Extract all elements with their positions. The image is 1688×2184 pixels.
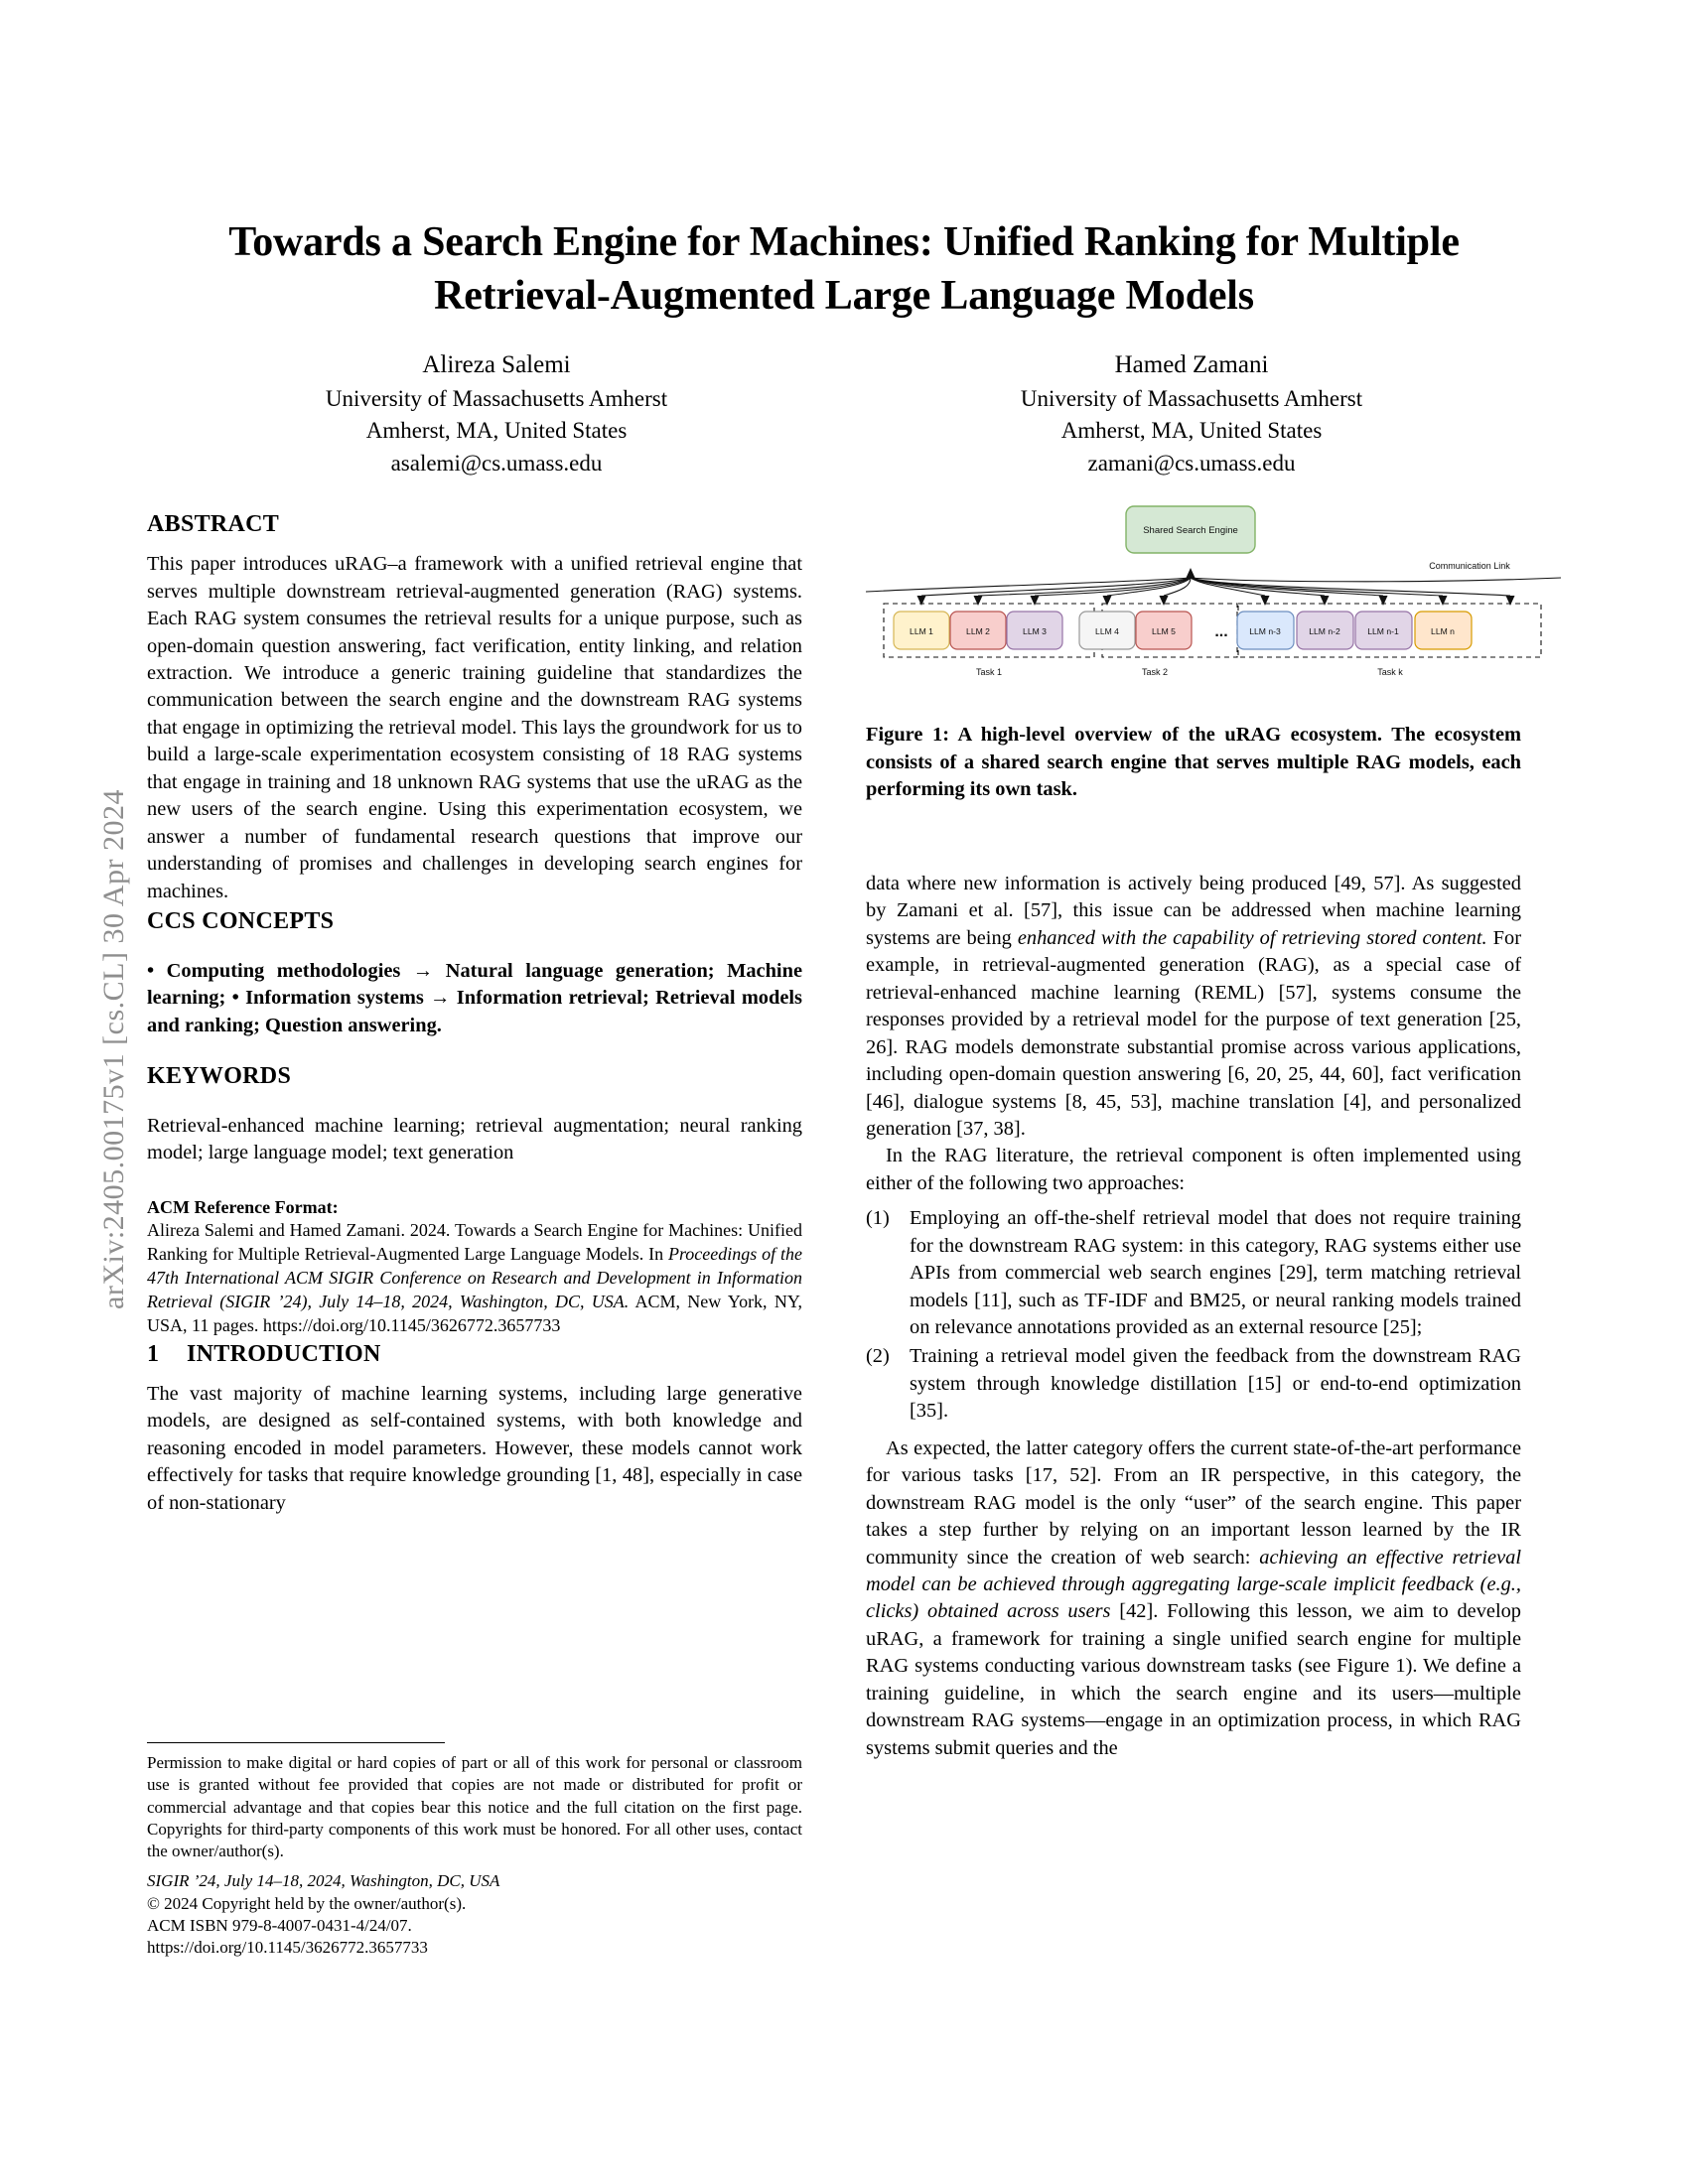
right-p3-b: [42]. Following this lesson, we aim to d… [866, 1600, 1521, 1759]
llm-node-5-box [1135, 611, 1193, 650]
list-marker: (1) [866, 1207, 890, 1230]
right-paragraph-2: In the RAG literature, the retrieval com… [866, 1145, 1521, 1194]
author-affiliation: University of Massachusetts Amherst [1020, 385, 1363, 411]
footnote-doi[interactable]: https://doi.org/10.1145/3626772.3657733 [147, 1938, 428, 1958]
keywords-body: Retrieval-enhanced machine learning; ret… [147, 1114, 802, 1164]
task-1-label: Task 1 [976, 667, 1002, 677]
task-k-label: Task k [1377, 667, 1403, 677]
page-title: Towards a Search Engine for Machines: Un… [228, 219, 1460, 319]
abstract-heading: ABSTRACT [147, 511, 280, 537]
section-title: INTRODUCTION [187, 1340, 381, 1367]
abstract-body: This paper introduces uRAG–a framework w… [147, 553, 802, 902]
list-text: Employing an off-the-shelf retrieval mod… [910, 1207, 1521, 1338]
figure-1-caption: Figure 1: A high-level overview of the u… [866, 722, 1521, 804]
footnote-rule [147, 1742, 445, 1743]
shared-search-engine-box [1125, 505, 1256, 554]
llm-node-1-label: LLM 1 [910, 626, 933, 636]
llm-node-2-label: LLM 2 [966, 626, 990, 636]
llm-node-4-box [1078, 611, 1136, 650]
right-p1-a: data where new information is actively b… [866, 873, 1521, 949]
author-affiliation: University of Massachusetts Amherst [325, 385, 668, 411]
llm-node-n2-box [1296, 611, 1354, 650]
llm-node-4-label: LLM 4 [1095, 626, 1119, 636]
introduction-heading: 1 INTRODUCTION [147, 1338, 802, 1370]
author-email[interactable]: zamani@cs.umass.edu [1087, 450, 1296, 476]
figure-caption-text: A high-level overview of the uRAG ecosys… [866, 724, 1521, 801]
acm-ref-part1: Alireza Salemi and Hamed Zamani. 2024. T… [147, 1219, 802, 1264]
author-list: Alireza Salemi University of Massachuset… [149, 347, 1539, 479]
acm-reference-heading: ACM Reference Format: [147, 1196, 339, 1217]
author-location: Amherst, MA, United States [365, 418, 628, 444]
keywords-heading: KEYWORDS [147, 1063, 292, 1090]
right-p3-a: As expected, the latter category offers … [866, 1436, 1521, 1569]
footnote-copyright: © 2024 Copyright held by the owner/autho… [147, 1893, 467, 1913]
llm-node-n-label: LLM n [1431, 626, 1455, 636]
task-2-label: Task 2 [1142, 667, 1168, 677]
footnote-permission: Permission to make digital or hard copie… [147, 1753, 802, 1861]
right-p1-b: For example, in retrieval-augmented gene… [866, 926, 1521, 1140]
llm-node-1-box [893, 611, 950, 650]
right-column: data where new information is actively b… [866, 871, 1521, 1762]
llm-node-3-label: LLM 3 [1023, 626, 1047, 636]
list-text: Training a retrieval model given the fee… [910, 1345, 1521, 1423]
section-number: 1 [147, 1340, 160, 1367]
right-paragraph-3: As expected, the latter category offers … [866, 1435, 1521, 1762]
author-name: Hamed Zamani [1114, 351, 1269, 378]
list-marker: (2) [866, 1345, 890, 1368]
llm-node-n3-box [1236, 611, 1295, 650]
ccs-concepts-body: • Computing methodologies → Natural lang… [147, 959, 802, 1037]
ccs-concepts-heading: CCS CONCEPTS [147, 907, 335, 934]
llm-node-n2-label: LLM n-2 [1309, 626, 1340, 636]
author-location: Amherst, MA, United States [1060, 418, 1323, 444]
llm-node-5-label: LLM 5 [1152, 626, 1176, 636]
llm-node-n1-label: LLM n-1 [1367, 626, 1399, 636]
communication-links [866, 577, 1561, 597]
acm-reference-body: Alireza Salemi and Hamed Zamani. 2024. T… [147, 1219, 802, 1338]
list-item: (2) Training a retrieval model given the … [866, 1343, 1521, 1425]
shared-search-engine-label: Shared Search Engine [1143, 525, 1238, 536]
title-block: Towards a Search Engine for Machines: Un… [149, 216, 1539, 324]
llm-node-n3-label: LLM n-3 [1249, 626, 1281, 636]
right-p3-italic: achieving an effective retrieval model c… [866, 1546, 1521, 1623]
list-item: (1) Employing an off-the-shelf retrieval … [866, 1205, 1521, 1341]
author-name: Alireza Salemi [422, 351, 571, 378]
figure-1-diagram: Shared Search Engine [866, 504, 1561, 708]
author-block-1: Alireza Salemi University of Massachuset… [149, 347, 844, 479]
author-email[interactable]: asalemi@cs.umass.edu [390, 450, 603, 476]
figure-caption-label: Figure 1: [866, 724, 949, 746]
acm-ref-proceedings: Proceedings of the 47th International AC… [147, 1243, 802, 1311]
llm-node-n-box [1414, 611, 1473, 650]
llm-node-n1-box [1354, 611, 1413, 650]
left-column: ABSTRACT This paper introduces uRAG–a fr… [147, 508, 802, 1517]
right-p1-italic: enhanced with the capability of retrievi… [1017, 926, 1487, 949]
llm-node-3-box [1006, 611, 1063, 650]
right-paragraph-1: data where new information is actively b… [866, 871, 1521, 1143]
footnote-isbn: ACM ISBN 979-8-4007-0431-4/24/07. [147, 1915, 412, 1935]
llm-node-2-box [949, 611, 1007, 650]
approaches-list: (1) Employing an off-the-shelf retrieval … [866, 1205, 1521, 1426]
node-arrowheads [916, 596, 1515, 606]
ellipsis-label: ... [1214, 623, 1227, 640]
author-block-2: Hamed Zamani University of Massachusetts… [844, 347, 1539, 479]
footnote-venue: SIGIR ’24, July 14–18, 2024, Washington,… [147, 1871, 500, 1891]
communication-link-label: Communication Link [1429, 561, 1510, 571]
copyright-footnote: Permission to make digital or hard copie… [147, 1742, 802, 1959]
arxiv-stamp: arXiv:2405.00175v1 [cs.CL] 30 Apr 2024 [97, 789, 130, 1309]
acm-ref-part2: ACM, New York, NY, USA, 11 pages. https:… [147, 1291, 802, 1335]
introduction-paragraph-1: The vast majority of machine learning sy… [147, 1382, 802, 1514]
engine-arrowhead [1186, 568, 1196, 578]
